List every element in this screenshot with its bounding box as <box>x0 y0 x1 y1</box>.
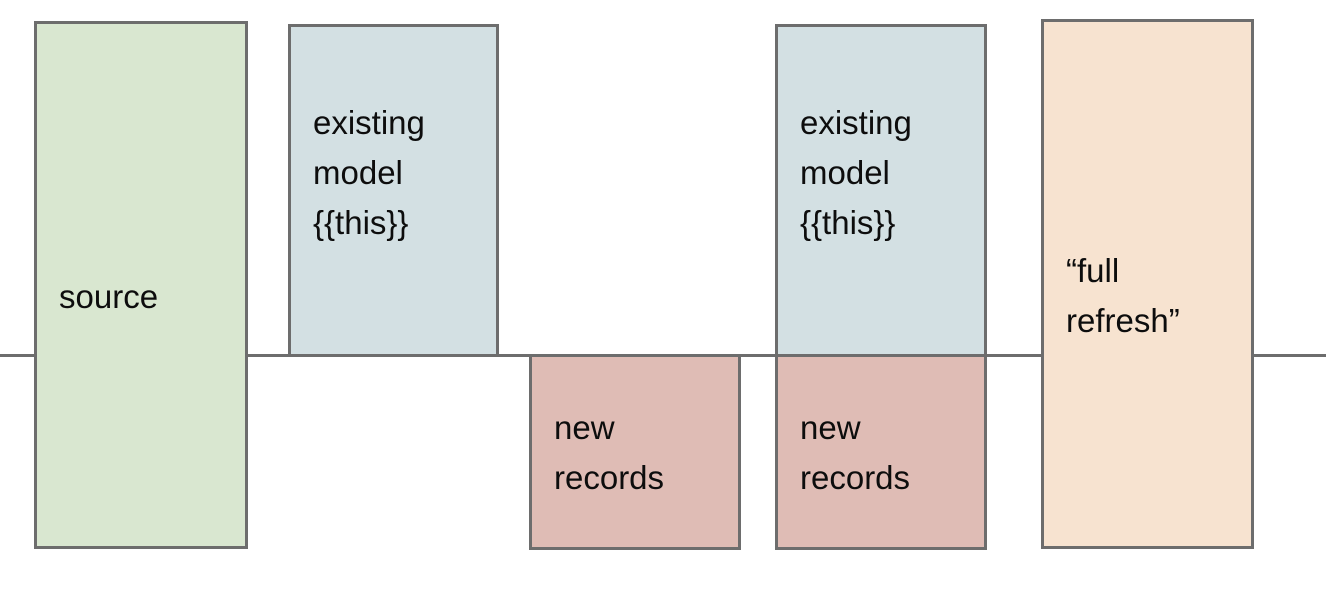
node-new-records-2[interactable]: new records <box>775 354 987 550</box>
node-existing-model-1[interactable]: existing model {{this}} <box>288 24 499 357</box>
node-new-records-1-label: new records <box>554 409 665 496</box>
node-source-label: source <box>59 278 159 315</box>
node-full-refresh-label: “full refresh” <box>1066 252 1180 339</box>
node-new-records-2-label: new records <box>800 409 911 496</box>
node-source[interactable]: source <box>34 21 248 549</box>
node-full-refresh[interactable]: “full refresh” <box>1041 19 1254 549</box>
node-existing-model-2-label: existing model {{this}} <box>800 103 912 241</box>
node-existing-model-2[interactable]: existing model {{this}} <box>775 24 987 357</box>
node-existing-model-1-label: existing model {{this}} <box>313 103 425 241</box>
node-new-records-1[interactable]: new records <box>529 354 741 550</box>
